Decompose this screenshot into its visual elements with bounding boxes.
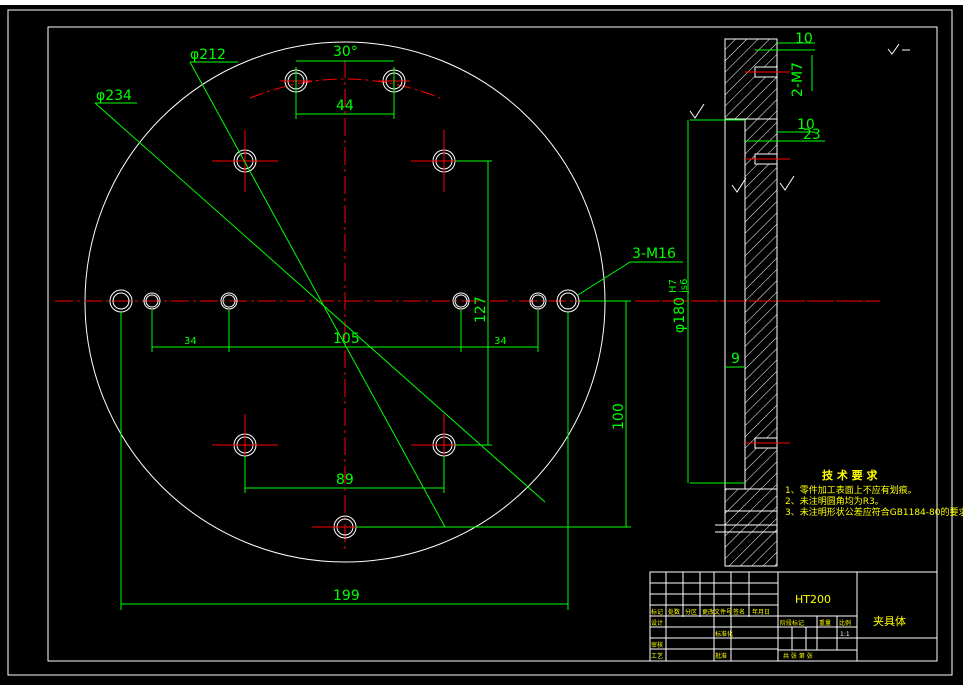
plate-outline-circle xyxy=(84,41,606,563)
title-left-label-3: 工艺 xyxy=(651,652,663,660)
title-part-name: 夹具体 xyxy=(873,614,906,628)
side-hatch-bottom xyxy=(724,488,778,512)
title-header-weight: 重量 xyxy=(819,619,831,627)
dim-100-label: 100 xyxy=(611,403,627,430)
dim-34-right-label: 34 xyxy=(494,336,507,347)
dim-89-label: 89 xyxy=(336,472,354,488)
dim-127-label: 127 xyxy=(473,296,489,323)
dim-199-label: 199 xyxy=(333,588,360,604)
side-dim-180: φ180 xyxy=(672,297,688,333)
title-sheet-info: 共 张 第 张 xyxy=(783,652,813,660)
dim-212-label: φ212 xyxy=(190,47,226,63)
side-dim-fit-js6: js6 xyxy=(679,279,690,294)
title-mid-label-1: 标准化 xyxy=(715,630,733,638)
side-tapped-hole-mid xyxy=(745,153,790,165)
roughness-symbol-corner xyxy=(887,43,910,55)
dim-angle-label: 30° xyxy=(333,44,358,60)
title-block: HT200 夹具体 标记 处数 分区 更改文件号 签名 年月日 设计 审核 工艺… xyxy=(649,571,938,662)
pin-hole-left-outer xyxy=(143,292,161,310)
title-row-label-2: 处数 xyxy=(668,608,680,616)
roughness-symbol-1 xyxy=(689,103,705,119)
technical-notes: 技 术 要 求 1、零件加工表面上不应有划痕。 2、未注明圆角均为R3。 3、未… xyxy=(785,468,963,518)
notes-line-3: 3、未注明形状公差应符合GB1184-80的要求。 xyxy=(785,506,963,518)
pin-hole-left-inner xyxy=(220,292,238,310)
dim-234-leader xyxy=(94,102,546,503)
side-dim-23: 23 xyxy=(803,127,821,143)
pin-hole-right-outer xyxy=(529,292,547,310)
side-dim-fit-h7: H7 xyxy=(668,279,679,293)
title-row-label-5: 签名 xyxy=(733,608,745,616)
title-header-stage: 阶段标记 xyxy=(780,619,804,627)
dim-44-label: 44 xyxy=(336,98,354,114)
side-dim-2m7: 2-M7 xyxy=(790,62,806,97)
title-row-label-3: 分区 xyxy=(685,608,697,616)
sheet-outer-border xyxy=(7,9,953,676)
sheet-inner-border xyxy=(47,26,938,662)
title-mid-label-3: 批准 xyxy=(715,652,727,660)
dim-105-label: 105 xyxy=(333,331,360,347)
title-material: HT200 xyxy=(795,593,831,606)
cad-drawing-canvas: φ212 φ234 30° 44 3-M16 105 34 34 127 100… xyxy=(7,9,963,676)
side-view: 10 2-M7 10 23 φ180 H7 js6 9 xyxy=(640,31,910,567)
title-row-label-1: 标记 xyxy=(651,608,663,616)
roughness-symbol-2 xyxy=(731,177,747,193)
front-view: φ212 φ234 30° 44 3-M16 105 34 34 127 100… xyxy=(55,41,880,610)
hole-far-right xyxy=(556,289,580,313)
bolt-circle-arc xyxy=(249,78,441,99)
side-hatch-right xyxy=(744,118,778,490)
notes-title: 技 术 要 求 xyxy=(822,468,878,482)
side-counterbore-rect xyxy=(724,118,746,490)
title-left-label-1: 设计 xyxy=(651,619,663,627)
notes-line-2: 2、未注明圆角均为R3。 xyxy=(785,495,884,507)
side-tapped-hole-bottom xyxy=(745,437,790,449)
side-dim-10-top: 10 xyxy=(795,31,813,47)
hole-lower-left xyxy=(212,414,278,476)
notes-line-1: 1、零件加工表面上不应有划痕。 xyxy=(785,484,917,496)
title-header-scale: 比例 xyxy=(839,619,851,627)
pin-hole-right-inner xyxy=(452,292,470,310)
dim-212-leader xyxy=(189,61,446,528)
dim-thread-label: 3-M16 xyxy=(632,246,676,262)
side-bottom-block xyxy=(724,510,778,567)
roughness-symbol-3 xyxy=(779,175,795,191)
dim-234-label: φ234 xyxy=(96,88,132,104)
dim-34-left-label: 34 xyxy=(184,336,197,347)
hole-upper-left xyxy=(212,130,278,192)
title-row-label-6: 年月日 xyxy=(752,608,770,616)
title-left-label-2: 审核 xyxy=(651,641,663,649)
side-dim-10-mid: 10 xyxy=(797,117,815,133)
window-top-strip xyxy=(0,0,963,5)
side-hatch-top xyxy=(724,38,778,120)
side-dim-9: 9 xyxy=(731,351,740,367)
side-tapped-hole-top xyxy=(745,66,790,78)
title-row-label-4: 更改文件号 xyxy=(702,608,732,616)
title-scale-value: 1:1 xyxy=(840,631,850,638)
